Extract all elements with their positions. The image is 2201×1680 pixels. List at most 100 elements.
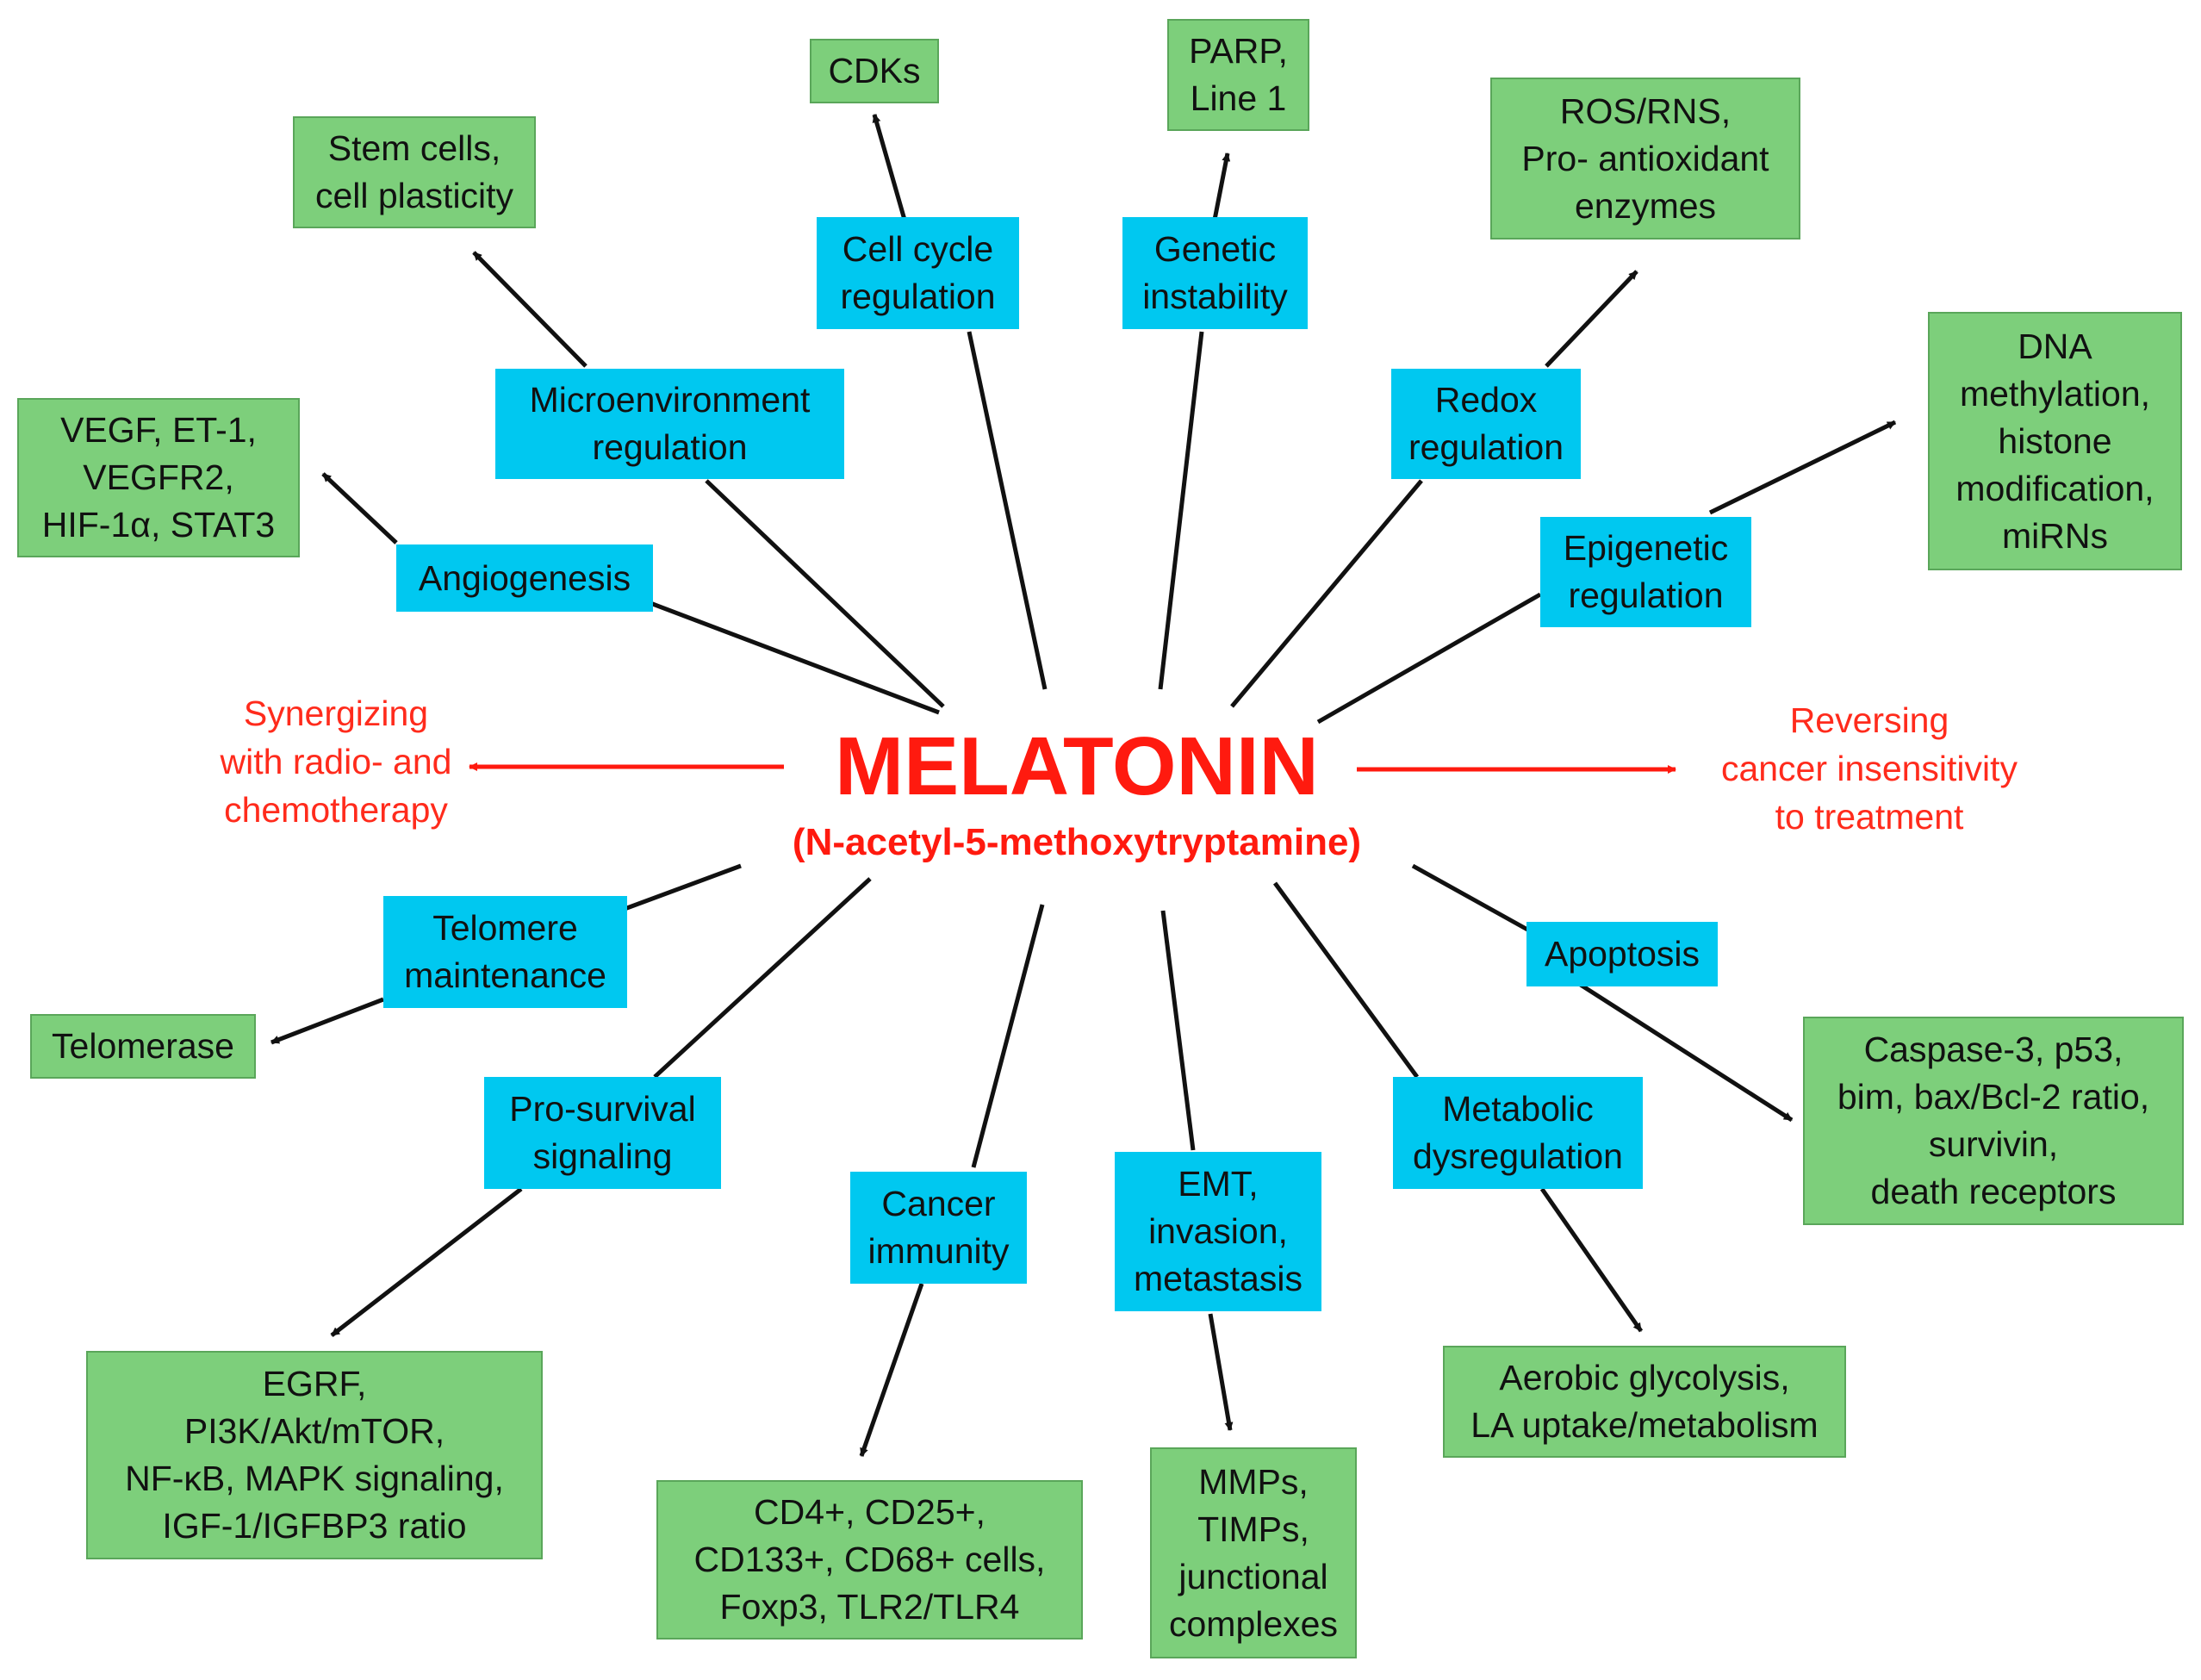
- box-line: regulation: [1568, 576, 1724, 615]
- box-line: dysregulation: [1413, 1136, 1623, 1176]
- box-line: invasion,: [1148, 1211, 1288, 1251]
- box-line: Microenvironment: [529, 380, 811, 420]
- melatonin-title: MELATONIN: [835, 720, 1319, 812]
- arrow-prosurvival-egrf: [330, 1187, 523, 1337]
- box-line: EMT,: [1178, 1164, 1259, 1204]
- box-line: regulation: [592, 427, 748, 467]
- mechanism-microenvironment: Microenvironment regulation: [495, 369, 844, 479]
- line-center-genetic: [1158, 331, 1204, 690]
- line-center-epigenetic: [1316, 592, 1542, 725]
- box-line: Line 1: [1190, 78, 1287, 118]
- target-caspase: Caspase-3, p53, bim, bax/Bcl-2 ratio, su…: [1803, 1017, 2184, 1225]
- target-cd4: CD4+, CD25+, CD133+, CD68+ cells, Foxp3,…: [656, 1480, 1083, 1640]
- box-line: HIF-1α, STAT3: [41, 505, 276, 544]
- mechanism-cancer-immunity: Cancer immunity: [850, 1172, 1027, 1284]
- box-line: PARP,: [1189, 31, 1288, 71]
- box-line: NF-κB, MAPK signaling,: [125, 1459, 504, 1498]
- box-line: regulation: [1408, 427, 1564, 467]
- box-line: Pro-survival: [509, 1089, 696, 1129]
- box-line: miRNs: [2002, 515, 2108, 556]
- line-center-metabolic: [1272, 881, 1420, 1079]
- target-egrf: EGRF, PI3K/Akt/mTOR, NF-κB, MAPK signali…: [86, 1351, 543, 1559]
- mechanism-emt: EMT, invasion, metastasis: [1115, 1152, 1321, 1311]
- box-line: junctional: [1178, 1556, 1328, 1596]
- box-line: Pro- antioxidant: [1521, 138, 1769, 178]
- box-line: Caspase-3, p53,: [1863, 1030, 2123, 1069]
- note-line: to treatment: [1775, 797, 1964, 837]
- line-center-redox: [1230, 479, 1423, 708]
- arrow-microenv-stemcells: [472, 251, 588, 368]
- mechanism-metabolic: Metabolic dysregulation: [1393, 1077, 1643, 1189]
- line-center-cellcycle: [967, 331, 1048, 690]
- box-line: immunity: [867, 1231, 1010, 1271]
- target-telomerase: Telomerase: [30, 1014, 256, 1079]
- box-line: death receptors: [1870, 1172, 2117, 1211]
- mechanism-cell-cycle: Cell cycle regulation: [817, 217, 1019, 329]
- box-line: enzymes: [1574, 185, 1717, 226]
- line-center-angio: [650, 600, 940, 715]
- box-line: methylation,: [1959, 373, 2151, 414]
- mechanism-genetic-instability: Genetic instability: [1122, 217, 1308, 329]
- line-center-prosurvival: [653, 877, 872, 1079]
- box-line: bim, bax/Bcl-2 ratio,: [1837, 1077, 2150, 1117]
- line-center-emt: [1160, 910, 1196, 1151]
- mechanism-pro-survival: Pro-survival signaling: [484, 1077, 721, 1189]
- mechanism-redox: Redox regulation: [1391, 369, 1581, 479]
- box-line: modification,: [1955, 468, 2154, 508]
- box-line: Stem cells,: [327, 128, 501, 168]
- line-center-telomere: [624, 863, 742, 912]
- box-line: Telomerase: [52, 1026, 234, 1066]
- box-line: Apoptosis: [1544, 934, 1700, 974]
- note-line: with radio- and: [220, 742, 452, 781]
- mechanism-telomere: Telomere maintenance: [383, 896, 627, 1008]
- note-line: chemotherapy: [224, 790, 448, 830]
- target-mmps: MMPs, TIMPs, junctional complexes: [1150, 1447, 1357, 1658]
- arrow-redox-ros: [1545, 270, 1638, 368]
- box-line: histone: [1998, 420, 2112, 461]
- box-line: survivin,: [1928, 1124, 2059, 1164]
- target-vegf: VEGF, ET-1, VEGFR2, HIF-1α, STAT3: [17, 398, 300, 557]
- target-dna-methylation: DNA methylation, histone modification, m…: [1928, 312, 2182, 570]
- box-line: instability: [1142, 277, 1288, 316]
- line-center-apoptosis: [1411, 863, 1531, 933]
- box-line: Cancer: [881, 1184, 996, 1223]
- box-line: Telomere: [432, 908, 578, 948]
- target-ros: ROS/RNS, Pro- antioxidant enzymes: [1490, 78, 1800, 240]
- box-line: Epigenetic: [1563, 528, 1729, 568]
- arrow-apoptosis-caspase: [1575, 980, 1794, 1123]
- box-line: Foxp3, TLR2/TLR4: [719, 1587, 1020, 1627]
- mechanism-epigenetic: Epigenetic regulation: [1540, 517, 1751, 627]
- box-line: metastasis: [1134, 1259, 1303, 1298]
- box-line: Metabolic: [1442, 1089, 1594, 1129]
- mechanism-apoptosis: Apoptosis: [1526, 922, 1718, 986]
- box-line: MMPs,: [1198, 1461, 1309, 1502]
- target-stem-cells: Stem cells, cell plasticity: [293, 116, 536, 228]
- target-parp: PARP, Line 1: [1167, 19, 1309, 131]
- arrow-cellcycle-cdks: [872, 114, 907, 221]
- box-line: VEGFR2,: [83, 457, 234, 497]
- box-line: CDKs: [828, 51, 921, 90]
- box-line: IGF-1/IGFBP3 ratio: [162, 1506, 467, 1546]
- box-line: Aerobic glycolysis,: [1499, 1358, 1790, 1397]
- note-line: Reversing: [1789, 700, 1949, 740]
- box-line: TIMPs,: [1197, 1509, 1309, 1549]
- note-line: cancer insensitivity: [1720, 749, 2018, 788]
- box-line: Genetic: [1153, 229, 1277, 269]
- arrow-emt-mmps: [1208, 1313, 1234, 1431]
- line-center-immunity: [971, 904, 1045, 1168]
- box-line: Cell cycle: [842, 229, 994, 269]
- arrow-genetic-parp: [1212, 152, 1231, 221]
- arrow-epigenetic-dna: [1708, 420, 1897, 515]
- box-line: Redox: [1434, 380, 1538, 420]
- box-line: VEGF, ET-1,: [60, 410, 257, 450]
- box-line: complexes: [1169, 1603, 1338, 1644]
- melatonin-chemical-name: (N-acetyl-5-methoxytryptamine): [792, 821, 1362, 863]
- arrow-angio-vegf: [321, 472, 398, 544]
- box-line: ROS/RNS,: [1559, 90, 1732, 131]
- target-aerobic: Aerobic glycolysis, LA uptake/metabolism: [1443, 1346, 1846, 1458]
- arrow-telomere-telomerase: [270, 997, 384, 1045]
- note-line: Synergizing: [243, 694, 429, 733]
- arrow-immunity-cd4: [859, 1283, 924, 1457]
- arrow-metabolic-aerobic: [1539, 1187, 1644, 1333]
